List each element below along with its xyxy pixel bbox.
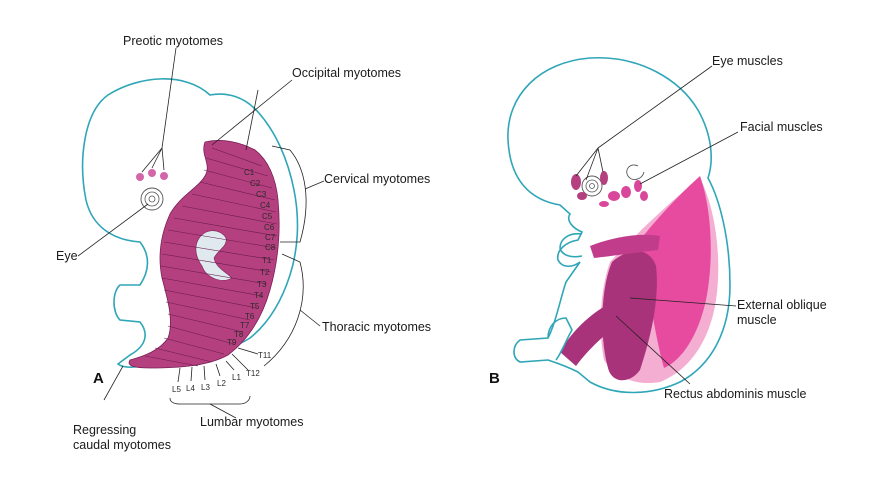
panel-b: Eye muscles Facial muscles External obli… — [489, 54, 827, 401]
label-regressing-caudal-line2: caudal myotomes — [73, 438, 171, 452]
label-occipital-myotomes: Occipital myotomes — [292, 66, 401, 80]
segment-label-l2: L2 — [217, 379, 226, 388]
panel-letter-a: A — [93, 370, 104, 387]
segment-label-c7: C7 — [265, 233, 276, 242]
arm-b — [559, 232, 583, 258]
lumbar-segment-labels: L5 L4 L3 L2 L1 — [172, 360, 241, 394]
leader-lines-a — [77, 47, 325, 419]
segment-label-l3: L3 — [201, 383, 210, 392]
label-facial-muscles: Facial muscles — [740, 120, 823, 134]
segment-label-t9: T9 — [227, 338, 237, 347]
segment-label-c3: C3 — [256, 190, 267, 199]
ear-b — [626, 164, 645, 180]
segment-label-c1: C1 — [244, 168, 255, 177]
leader-lines-b — [575, 65, 739, 385]
segment-label-t1: T1 — [262, 256, 272, 265]
thoracic-segment-labels: T1 T2 T3 T4 T5 T6 T7 T8 T9 — [227, 256, 272, 347]
label-thoracic-myotomes: Thoracic myotomes — [322, 320, 431, 334]
facial-muscles-b — [599, 180, 648, 207]
eye-a — [140, 187, 164, 211]
panel-a: C1 C2 C3 C4 C5 C6 C7 C8 T1 T2 T3 T4 T5 T… — [56, 34, 431, 452]
segment-label-t4: T4 — [254, 291, 264, 300]
segment-label-t12: T12 — [246, 369, 260, 378]
label-external-oblique-line2: muscle — [737, 313, 777, 327]
leg-muscle — [560, 300, 626, 366]
preotic-myotomes-a — [136, 169, 168, 181]
panel-letter-b: B — [489, 370, 500, 387]
eye-muscles-b — [571, 171, 608, 200]
embryo-a-outline — [81, 78, 299, 368]
label-eye-muscles: Eye muscles — [712, 54, 783, 68]
segment-label-c2: C2 — [250, 179, 261, 188]
segment-label-l4: L4 — [186, 384, 195, 393]
segment-label-t6: T6 — [245, 312, 255, 321]
thoracic-bracket — [263, 253, 304, 367]
label-external-oblique-line1: External oblique — [737, 298, 827, 312]
myotome-column-a — [128, 140, 280, 369]
embryo-b-outline — [507, 57, 731, 394]
segment-label-c4: C4 — [260, 201, 271, 210]
segment-label-c5: C5 — [262, 212, 273, 221]
segment-label-t2: T2 — [260, 268, 270, 277]
eye-b — [581, 175, 603, 197]
segment-label-c6: C6 — [264, 223, 275, 232]
leg-b — [547, 317, 573, 361]
segment-label-l1: L1 — [232, 373, 241, 382]
lumbar-bracket — [169, 395, 251, 405]
lower-thoracic-labels: T11 T12 — [231, 347, 272, 378]
rectus-abdominis-muscle — [602, 251, 657, 381]
label-cervical-myotomes: Cervical myotomes — [324, 172, 430, 186]
segment-label-t11: T11 — [258, 351, 272, 360]
external-oblique-muscle — [640, 176, 711, 368]
label-preotic-myotomes: Preotic myotomes — [123, 34, 223, 48]
segment-label-t7: T7 — [240, 321, 250, 330]
segment-label-t8: T8 — [234, 330, 244, 339]
limb-muscle-band — [590, 234, 660, 258]
myotome-stripes — [144, 147, 278, 367]
cervical-bracket — [271, 145, 307, 243]
segment-label-c8: C8 — [265, 243, 276, 252]
label-regressing-caudal-line1: Regressing — [73, 423, 136, 437]
segment-label-t3: T3 — [257, 280, 267, 289]
segment-label-l5: L5 — [172, 385, 181, 394]
cervical-segment-labels: C1 C2 C3 C4 C5 C6 C7 C8 — [244, 168, 276, 252]
label-lumbar-myotomes: Lumbar myotomes — [200, 415, 304, 429]
segment-label-t5: T5 — [250, 302, 260, 311]
label-rectus-abdominis: Rectus abdominis muscle — [664, 387, 806, 401]
label-eye: Eye — [56, 249, 78, 263]
